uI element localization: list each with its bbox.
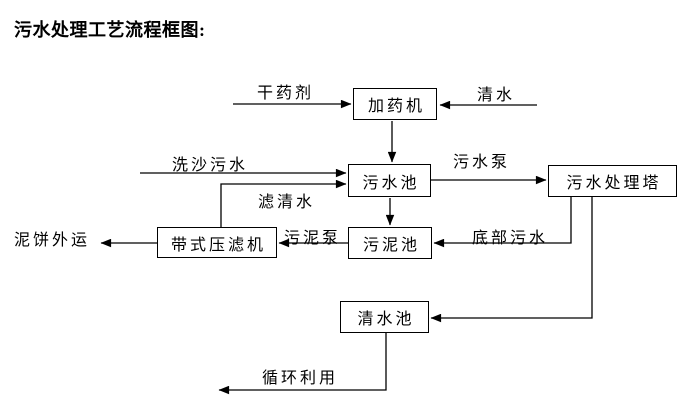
node-dosing-machine: 加药机 [353, 88, 437, 120]
label-sand-wash-sewage: 洗沙污水 [172, 157, 249, 174]
label-recycle-use: 循环利用 [262, 370, 339, 387]
label-filtered-water: 滤清水 [258, 194, 316, 211]
node-belt-filter-press: 带式压滤机 [157, 227, 277, 258]
edge-bottom-sewage [433, 197, 572, 248]
node-sewage-treatment-tower: 污水处理塔 [548, 165, 677, 197]
label-dry-agent: 干药剂 [257, 85, 315, 102]
node-clean-water-pool: 清水池 [340, 301, 429, 333]
edge-tower-to-clean-pool [430, 197, 593, 323]
label-clean-water: 清水 [477, 87, 516, 104]
label-bottom-sewage: 底部污水 [472, 230, 549, 247]
label-sewage-pump: 污水泵 [453, 154, 511, 171]
node-sludge-pool: 污泥池 [348, 227, 432, 259]
node-sewage-pool: 污水池 [348, 164, 431, 197]
label-mud-cake-out: 泥饼外运 [14, 232, 91, 249]
page-title: 污水处理工艺流程框图: [14, 20, 206, 40]
edge-filtered-water [220, 179, 347, 227]
edge-recycle-use [218, 333, 387, 395]
label-sludge-pump: 污泥泵 [284, 230, 342, 247]
